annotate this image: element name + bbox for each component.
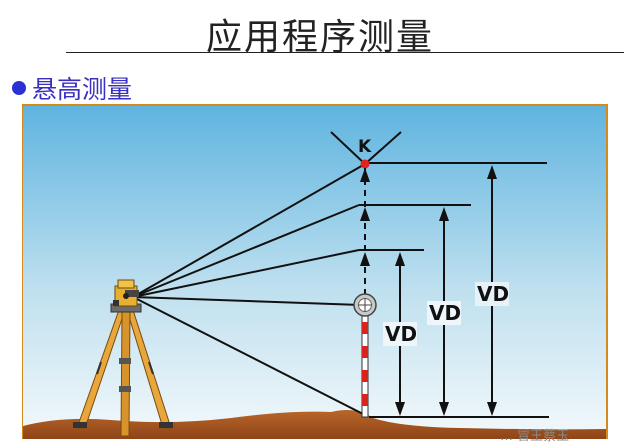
arrowhead-mid — [360, 207, 370, 221]
k-mark-left — [330, 131, 366, 165]
ground — [23, 410, 606, 439]
point-label-k: K — [358, 137, 372, 157]
sight-line-low — [132, 249, 360, 298]
sight-line-prism — [132, 296, 362, 306]
title-underline — [66, 52, 624, 53]
sight-line-base — [132, 296, 366, 416]
watermark-text: … 冒王蔡玉 — [500, 429, 570, 444]
prism-pole — [361, 313, 369, 418]
prism-icon — [353, 293, 377, 317]
vd-label-medium: VD — [429, 301, 461, 325]
vd-label-short: VD — [385, 322, 417, 346]
arrowhead-k — [360, 168, 370, 182]
section-heading: 悬高测量 — [12, 70, 132, 106]
total-station-icon — [113, 279, 139, 307]
arrowhead-low — [360, 252, 370, 266]
remote-height-diagram: K — [23, 106, 606, 439]
target-point-k — [360, 159, 370, 169]
diagram-frame: K — [22, 104, 608, 439]
sight-line-mid — [132, 204, 360, 298]
bullet-icon — [12, 81, 26, 95]
vd-label-long: VD — [477, 282, 509, 306]
section-heading-text: 悬高测量 — [32, 75, 133, 104]
page-title: 应用程序测量 — [205, 17, 434, 58]
sky-background — [23, 106, 606, 439]
k-mark-right — [364, 131, 402, 165]
sight-line-k — [132, 163, 366, 298]
